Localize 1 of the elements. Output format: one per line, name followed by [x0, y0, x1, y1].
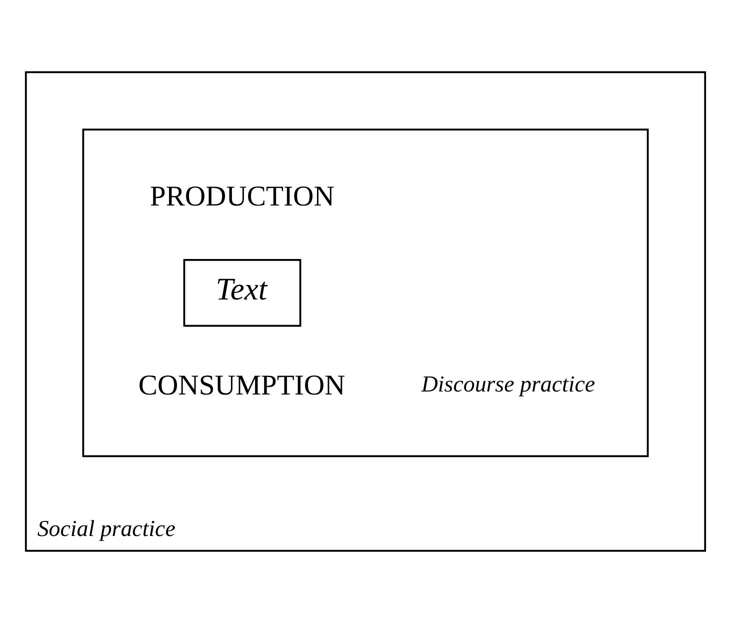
node-box: Text [183, 258, 302, 327]
